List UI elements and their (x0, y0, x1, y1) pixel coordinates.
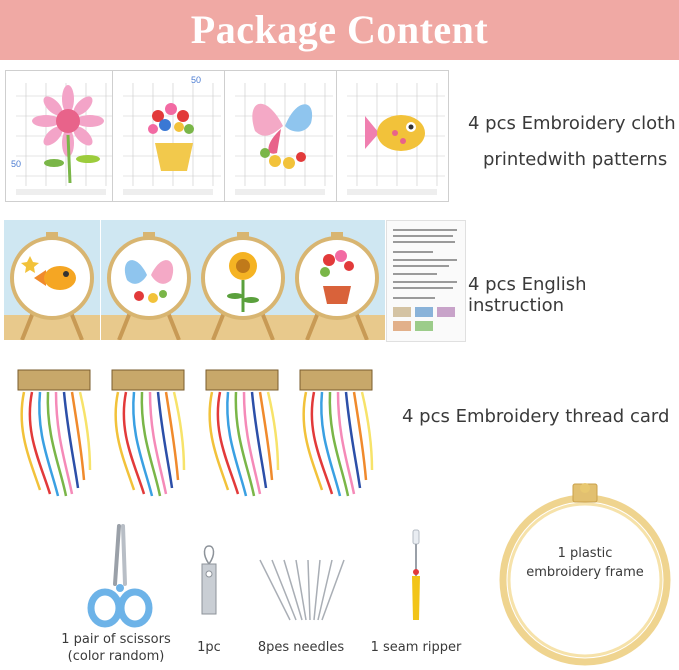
seam-ripper-icon (412, 529, 420, 620)
thread-card-3 (198, 360, 288, 505)
instruction-booklet (386, 220, 466, 342)
scissors-label-line2: (color random) (67, 649, 165, 664)
needles-icon (259, 559, 345, 621)
instructions-label: 4 pcs English instruction (468, 274, 587, 316)
cloth-goldfish (336, 70, 449, 202)
embroidery-frame-icon (499, 483, 671, 666)
frame-label-line2: embroidery frame (526, 565, 644, 580)
cloth-label-line1: 4 pcs Embroidery cloth (468, 113, 676, 134)
ripper-label: 1 seam ripper (370, 640, 462, 655)
thread-card-2 (104, 360, 194, 505)
hoop-card-sunflower (195, 220, 291, 340)
frame-label-line1: 1 plastic (557, 546, 613, 561)
threader-label: 1pc (197, 640, 221, 655)
cloth-label-line2: printedwith patterns (483, 149, 668, 170)
page-title: Package Content (190, 7, 489, 52)
hoop-card-flower-pot (289, 220, 385, 340)
cloth-flower-pot: 50 (112, 70, 225, 202)
cloth-butterfly (224, 70, 337, 202)
grid-number: 50 (191, 75, 202, 85)
threads-label: 4 pcs Embroidery thread card (402, 406, 670, 427)
needles-label: 8pes needles (257, 640, 345, 655)
scissors-label-line1: 1 pair of scissors (61, 632, 171, 647)
hoop-card-butterfly (101, 220, 197, 340)
header-banner (0, 0, 679, 60)
hoop-card-goldfish (4, 220, 100, 340)
thread-card-4 (292, 360, 382, 505)
grid-number: 50 (11, 159, 22, 169)
thread-card-1 (10, 360, 100, 505)
needle-threader-icon (201, 545, 217, 615)
scissors-icon (87, 524, 153, 628)
cloth-sunflower: 50 (5, 70, 118, 202)
